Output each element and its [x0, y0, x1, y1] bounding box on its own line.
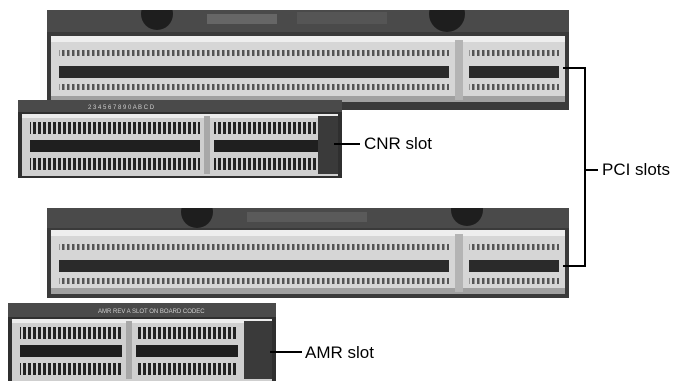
amr-leader-line — [270, 351, 302, 353]
amr-slot: AMR REV A SLOT ON BOARD CODEC — [8, 303, 276, 381]
cnr-slot: 2 3 4 5 6 7 8 9 0 A B C D — [18, 100, 342, 178]
pci-slot-top — [47, 10, 569, 110]
cnr-slot-label: CNR slot — [364, 135, 432, 152]
pci-slots-label: PCI slots — [602, 161, 670, 178]
pci-top-leader — [563, 67, 585, 69]
amr-silkscreen: AMR REV A SLOT ON BOARD CODEC — [98, 309, 205, 315]
pci-slot-bottom — [47, 208, 569, 298]
pci-bottom-leader — [563, 265, 585, 267]
amr-slot-label: AMR slot — [305, 344, 374, 361]
pci-label-leader — [584, 169, 598, 171]
pci-bracket-vertical — [584, 67, 586, 267]
cnr-silkscreen: 2 3 4 5 6 7 8 9 0 A B C D — [88, 105, 155, 111]
cnr-leader-line — [334, 143, 360, 145]
